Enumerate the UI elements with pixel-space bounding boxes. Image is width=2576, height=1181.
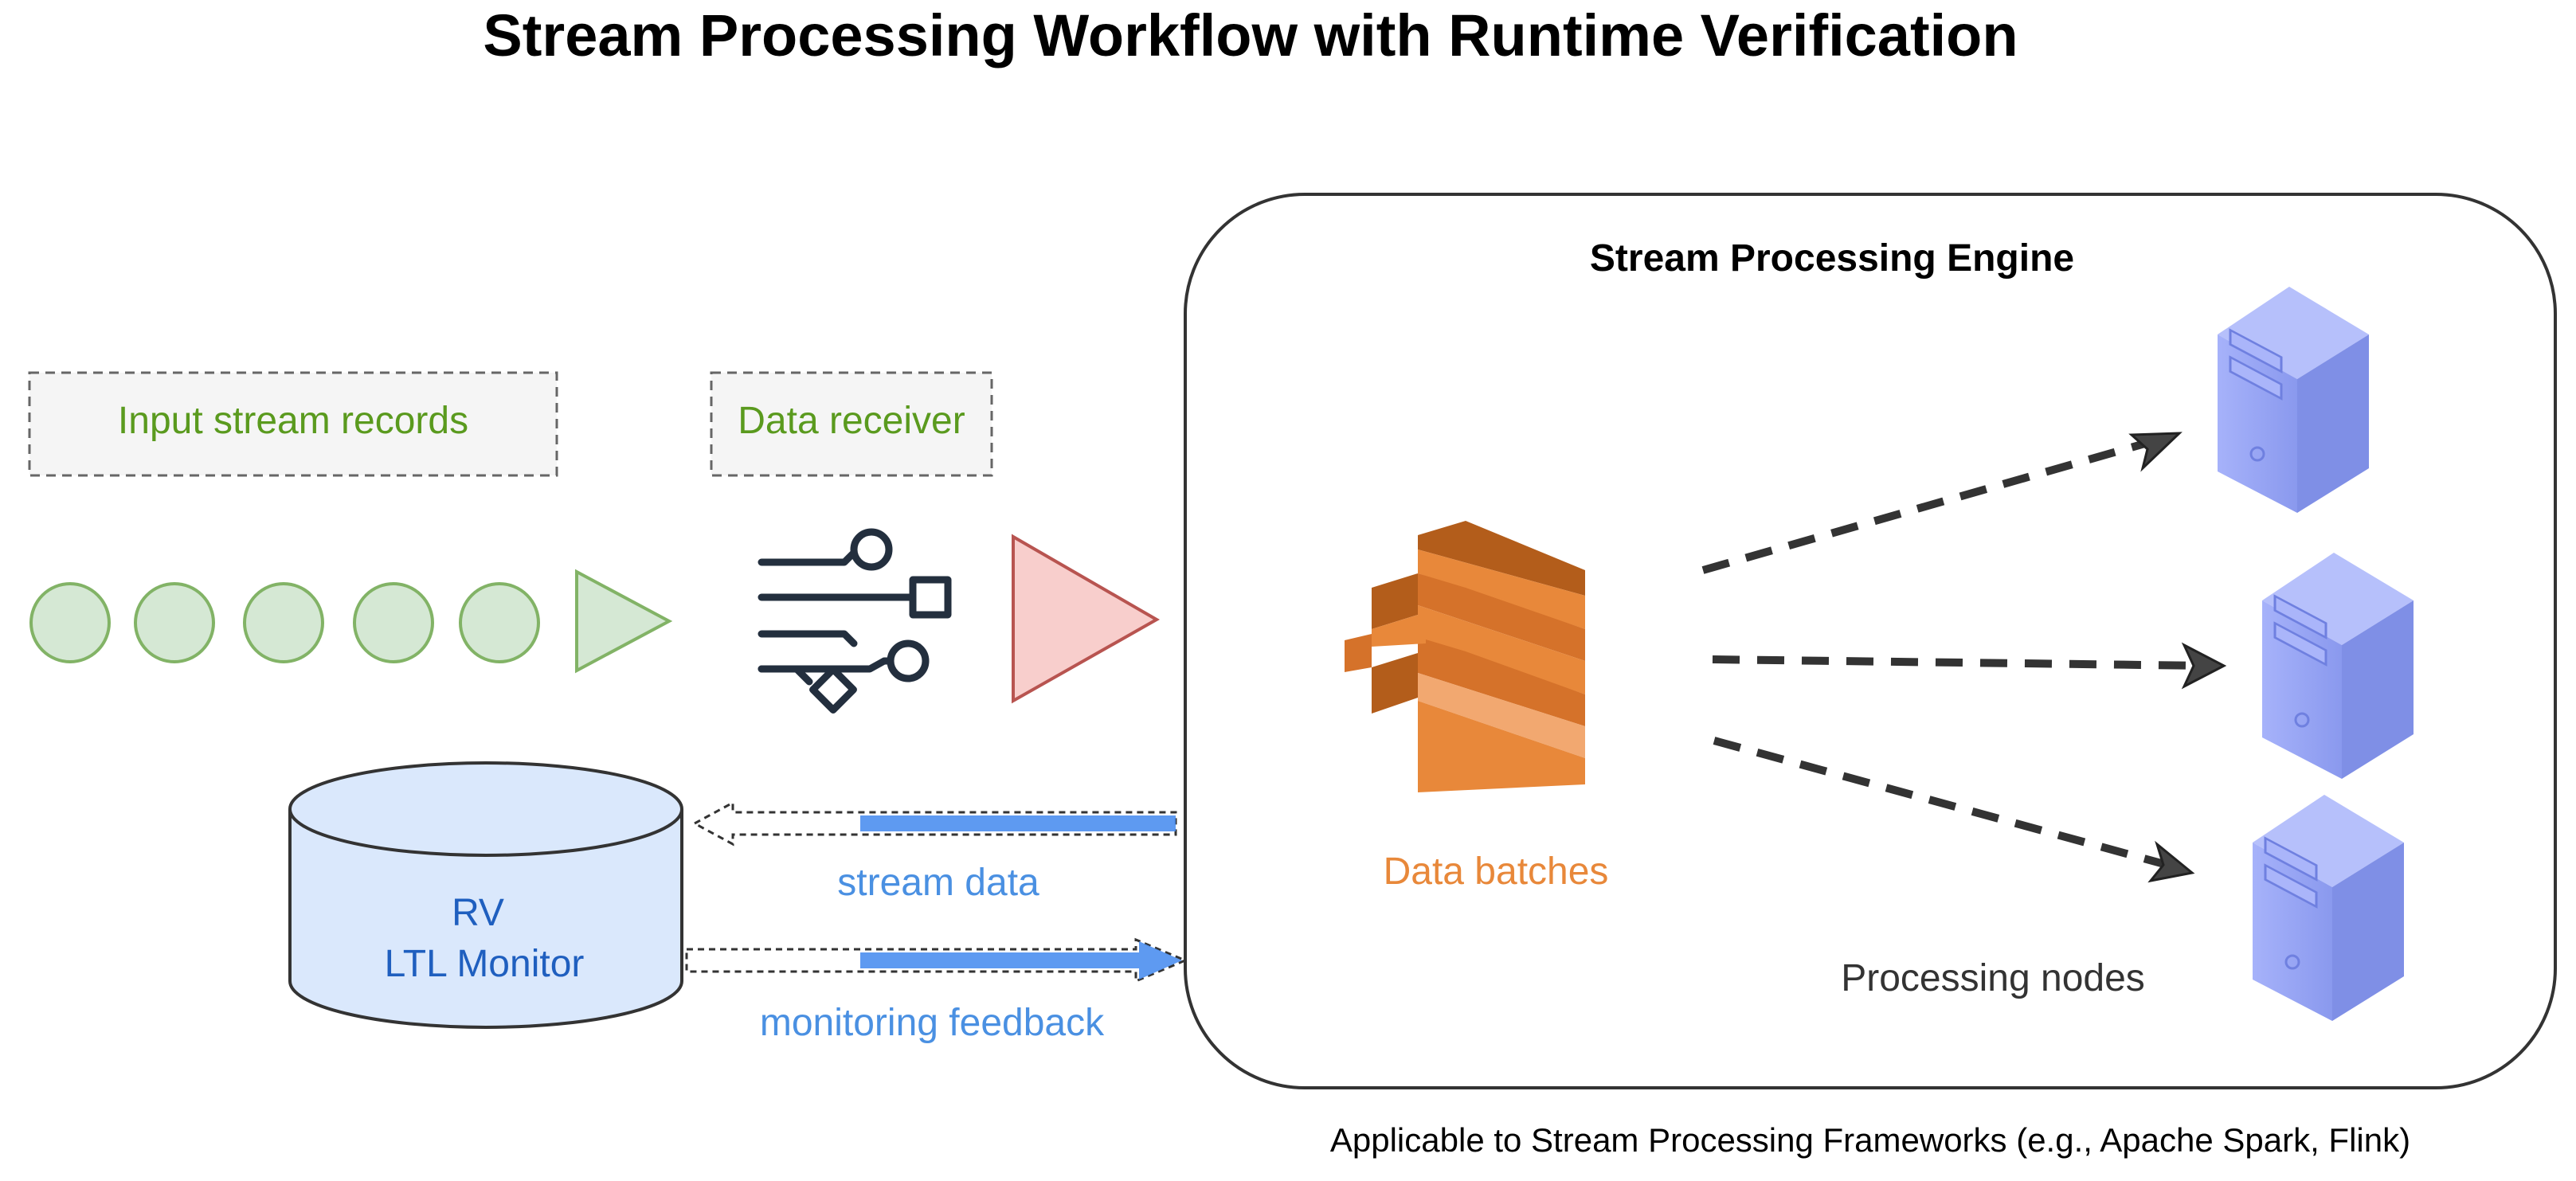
- arrowhead-3: [2147, 840, 2195, 883]
- stream-records: [29, 569, 673, 674]
- stream-record: [353, 582, 434, 663]
- data-batches-label: Data batches: [1384, 851, 1609, 893]
- stream-processing-engine: [1184, 193, 2557, 1089]
- engine-title: Stream Processing Engine: [1590, 237, 2074, 280]
- stream-data-label: stream data: [837, 862, 1039, 904]
- filter-connector-icon: [758, 528, 952, 714]
- page-title: Stream Processing Workflow with Runtime …: [483, 2, 2018, 68]
- stream-direction-triangle: [575, 569, 673, 674]
- stream-record: [459, 582, 540, 663]
- stream-data-arrow: [691, 800, 1177, 847]
- footer-note: Applicable to Stream Processing Framewor…: [1330, 1121, 2410, 1159]
- batch-distribution-arrows: [1701, 436, 2207, 870]
- arrowhead-1: [2128, 432, 2183, 472]
- monitor-label-line2: LTL Monitor: [385, 943, 585, 985]
- input-stream-label: Input stream records: [118, 400, 468, 442]
- arrow-to-node-3: [1713, 737, 2175, 870]
- monitor-label-line1: RV: [452, 892, 504, 934]
- input-stream-label-box: [28, 371, 558, 477]
- processing-nodes-label: Processing nodes: [1841, 957, 2145, 999]
- server-tower-icon: [2218, 287, 2369, 513]
- server-tower-icon: [2262, 553, 2414, 779]
- arrow-to-node-2: [1712, 655, 2207, 670]
- arrowheads: [2128, 432, 2227, 883]
- arrow-to-node-1: [1701, 436, 2160, 574]
- data-receiver-label: Data receiver: [738, 400, 965, 442]
- monitoring-feedback-label: monitoring feedback: [760, 1002, 1105, 1044]
- stream-record: [29, 582, 111, 663]
- stream-record: [134, 582, 215, 663]
- monitoring-feedback-arrow: [685, 937, 1188, 984]
- kinesis-stream-icon: [1345, 521, 1585, 792]
- receiver-output-triangle: [1012, 534, 1161, 704]
- stream-record: [243, 582, 324, 663]
- arrowhead-2: [2181, 642, 2227, 690]
- server-tower-icon: [2253, 795, 2404, 1021]
- rv-ltl-monitor: RV LTL Monitor: [288, 761, 683, 1029]
- data-receiver-label-box: [710, 371, 993, 477]
